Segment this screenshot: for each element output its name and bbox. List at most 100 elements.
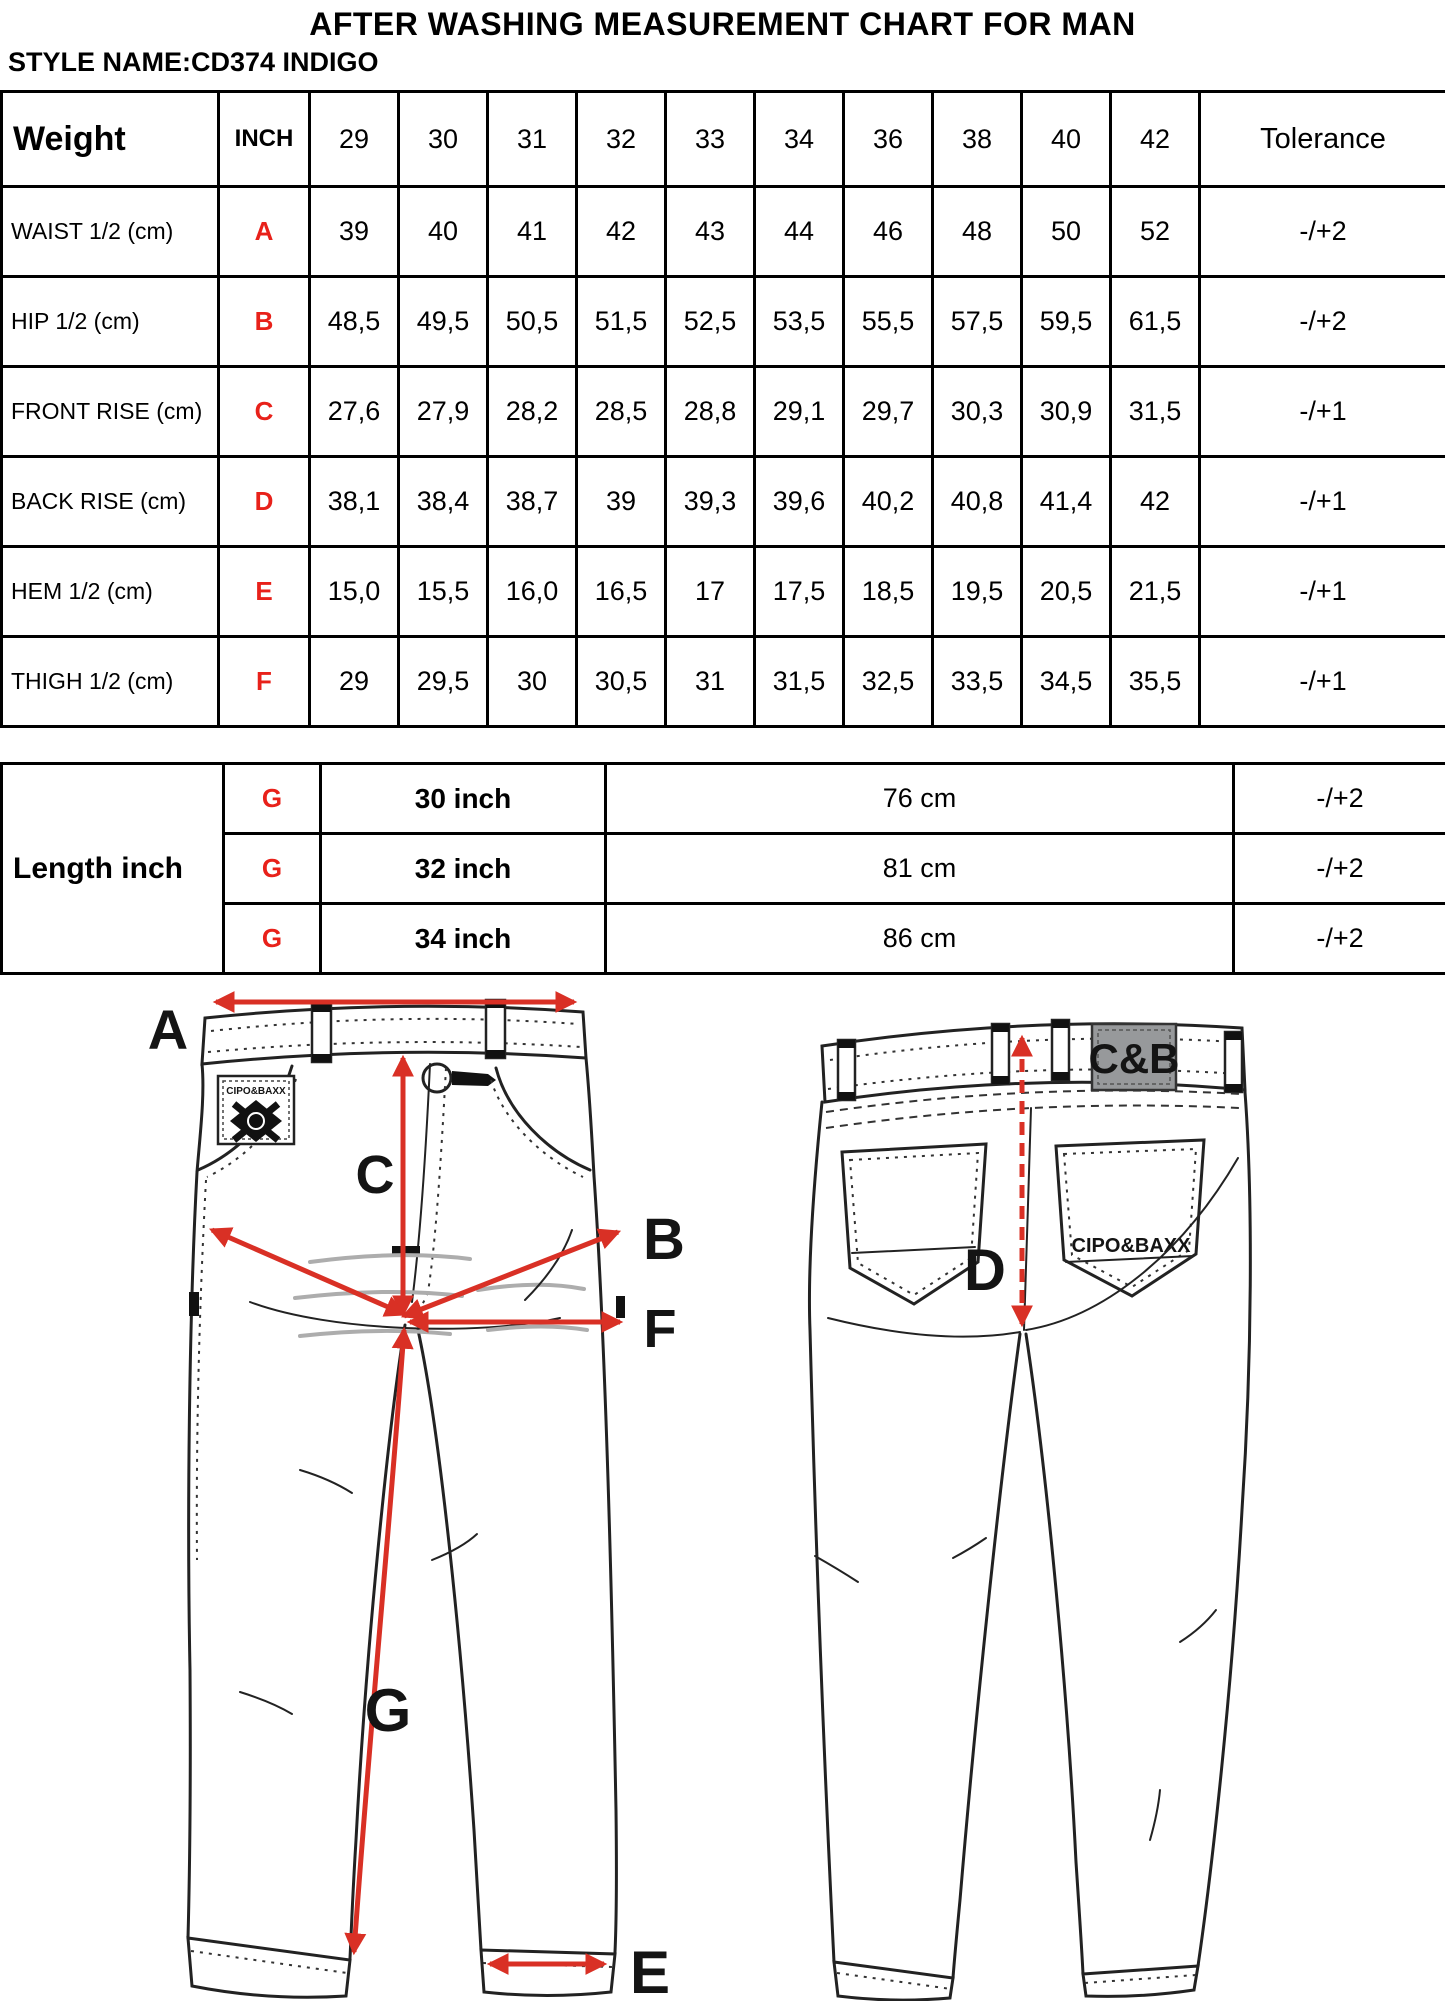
length-cm-cell: 76 cm: [604, 762, 1235, 835]
measurement-value-cell: 39,6: [753, 455, 845, 548]
size-column-header: 32: [575, 90, 667, 188]
measurement-value-cell: 51,5: [575, 275, 667, 368]
measurement-value-cell: 52,5: [664, 275, 756, 368]
front-right-pocket: [494, 1066, 592, 1172]
page-title: AFTER WASHING MEASUREMENT CHART FOR MAN: [309, 6, 1136, 42]
measurement-value-cell: 40,2: [842, 455, 934, 548]
size-column-header: 36: [842, 90, 934, 188]
measurement-value-cell: 29,1: [753, 365, 845, 458]
length-code-letter: G: [222, 902, 322, 975]
measurement-value-cell: 43: [664, 185, 756, 278]
front-left-hem: [186, 1936, 352, 1999]
size-column-header: 42: [1109, 90, 1201, 188]
measurement-value-cell: 17: [664, 545, 756, 638]
back-left-pocket: [840, 1142, 988, 1306]
measurement-code-letter: D: [217, 455, 311, 548]
measurement-value-cell: 31,5: [753, 635, 845, 728]
measurement-value-cell: 39: [308, 185, 400, 278]
measurement-value-cell: 19,5: [931, 545, 1023, 638]
measurement-value-cell: 41: [486, 185, 578, 278]
measurement-code-letter: A: [217, 185, 311, 278]
length-cm-cell: 86 cm: [604, 902, 1235, 975]
tolerance-value-cell: -/+1: [1198, 545, 1445, 638]
back-waistband: [820, 1022, 1247, 1104]
size-column-header: 40: [1020, 90, 1112, 188]
back-patch-text: C&B: [1089, 1035, 1180, 1082]
measure-arrow-hip-B-left: [208, 1227, 408, 1317]
measurement-value-cell: 29,7: [842, 365, 934, 458]
measurement-value-cell: 28,5: [575, 365, 667, 458]
measurement-code-letter: B: [217, 275, 311, 368]
measurement-value-cell: 21,5: [1109, 545, 1201, 638]
measurement-value-cell: 20,5: [1020, 545, 1112, 638]
measurement-value-cell: 28,8: [664, 365, 756, 458]
back-right-hem: [1081, 1964, 1200, 1998]
size-column-header: 38: [931, 90, 1023, 188]
measurement-value-cell: 46: [842, 185, 934, 278]
measurement-code-letter: E: [217, 545, 311, 638]
label-D: D: [964, 1238, 1006, 1303]
style-name: STYLE NAME:CD374 INDIGO: [8, 47, 379, 77]
measurement-value-cell: 38,7: [486, 455, 578, 548]
measurement-value-cell: 44: [753, 185, 845, 278]
measurement-value-cell: 30,3: [931, 365, 1023, 458]
measurement-value-cell: 50,5: [486, 275, 578, 368]
measure-arrow-hip-B-right: [400, 1228, 622, 1320]
front-waistband: [200, 1004, 588, 1066]
measurement-value-cell: 55,5: [842, 275, 934, 368]
measurement-value-cell: 38,4: [397, 455, 489, 548]
measurement-row-label: WAIST 1/2 (cm): [0, 185, 220, 278]
measurement-code-letter: C: [217, 365, 311, 458]
measurement-value-cell: 29: [308, 635, 400, 728]
measurement-value-cell: 33,5: [931, 635, 1023, 728]
measurement-value-cell: 39: [575, 455, 667, 548]
measurement-row-label: BACK RISE (cm): [0, 455, 220, 548]
length-inch-cell: 30 inch: [319, 762, 607, 835]
front-brand-patch: CIPO&BAXX: [216, 1074, 296, 1146]
back-view-drawing: C&B CIPO&BAXX: [808, 1018, 1252, 2001]
length-code-letter: G: [222, 762, 322, 835]
measurement-value-cell: 48,5: [308, 275, 400, 368]
length-tolerance-cell: -/+2: [1232, 762, 1445, 835]
size-column-header: 34: [753, 90, 845, 188]
back-pocket-text: CIPO&BAXX: [1072, 1235, 1192, 1257]
measurement-value-cell: 16,0: [486, 545, 578, 638]
back-left-hem: [832, 1960, 955, 2001]
measurement-row-label: HEM 1/2 (cm): [0, 545, 220, 638]
measurement-value-cell: 28,2: [486, 365, 578, 458]
measurement-value-cell: 39,3: [664, 455, 756, 548]
measurement-value-cell: 57,5: [931, 275, 1023, 368]
label-A: A: [148, 998, 188, 1061]
measurement-value-cell: 52: [1109, 185, 1201, 278]
measurement-value-cell: 53,5: [753, 275, 845, 368]
measurement-value-cell: 30,5: [575, 635, 667, 728]
back-right-pocket: CIPO&BAXX: [1054, 1138, 1206, 1298]
length-tolerance-cell: -/+2: [1232, 902, 1445, 975]
measurement-value-cell: 59,5: [1020, 275, 1112, 368]
length-tolerance-cell: -/+2: [1232, 832, 1445, 905]
front-view-drawing: CIPO&BAXX: [148, 990, 685, 2001]
size-table-inch-header: INCH: [217, 90, 311, 188]
label-E: E: [630, 1939, 670, 2001]
length-code-letter: G: [222, 832, 322, 905]
size-table-corner-weight: Weight: [0, 90, 220, 188]
measurement-value-cell: 15,5: [397, 545, 489, 638]
measurement-value-cell: 30: [486, 635, 578, 728]
size-column-header: 31: [486, 90, 578, 188]
measurement-value-cell: 15,0: [308, 545, 400, 638]
size-column-header: 29: [308, 90, 400, 188]
measurement-code-letter: F: [217, 635, 311, 728]
measurement-value-cell: 50: [1020, 185, 1112, 278]
back-brand-patch: C&B: [1089, 1022, 1180, 1092]
measurement-value-cell: 16,5: [575, 545, 667, 638]
measurement-value-cell: 18,5: [842, 545, 934, 638]
